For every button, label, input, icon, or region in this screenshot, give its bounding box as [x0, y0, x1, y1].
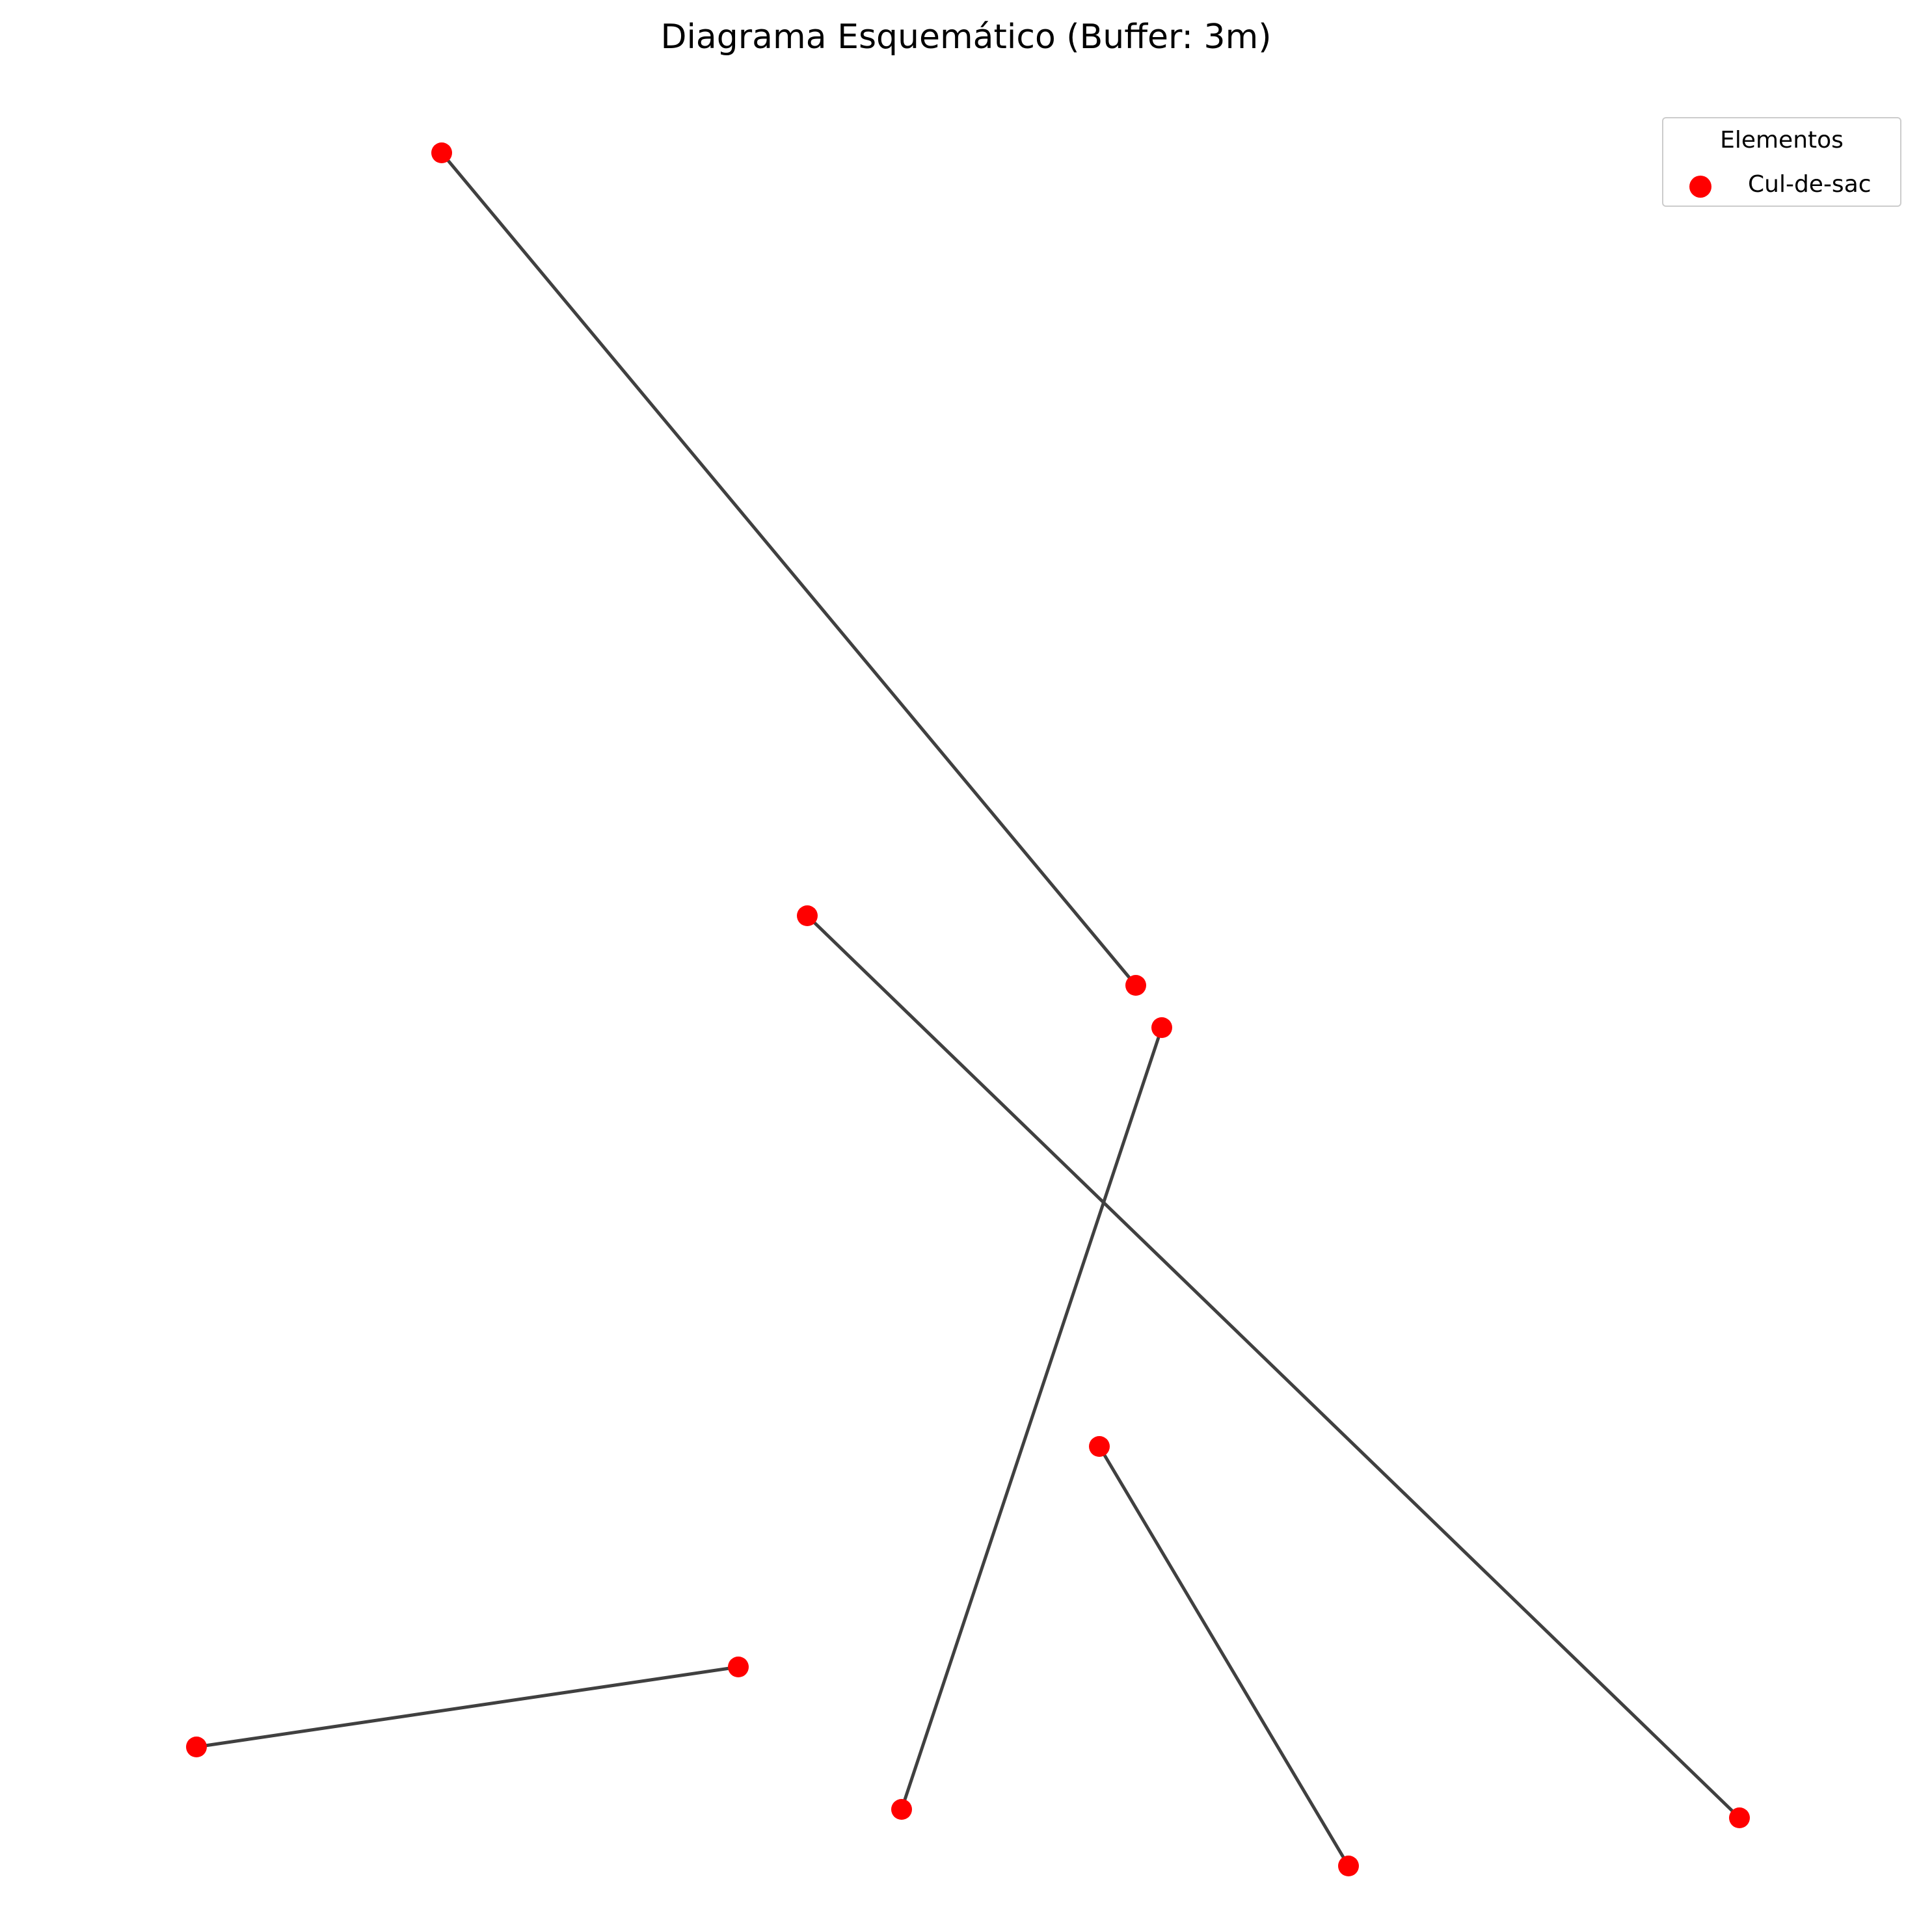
node-n8-cul-de-sac [1338, 1856, 1359, 1876]
edge-n7-n8 [1097, 1445, 1350, 1868]
node-n1-cul-de-sac [431, 142, 452, 163]
node-n5-cul-de-sac [1151, 1017, 1172, 1038]
legend-marker-cul-de-sac-icon [1689, 176, 1711, 198]
edges-layer [195, 151, 1741, 1868]
legend-title: Elementos [1720, 127, 1844, 153]
edge-n3-n4 [805, 914, 1741, 1820]
legend-label-cul-de-sac: Cul-de-sac [1748, 171, 1872, 198]
node-n10-cul-de-sac [186, 1737, 207, 1757]
nodes-layer [186, 142, 1750, 1876]
edge-n5-n6 [900, 1026, 1164, 1811]
edge-n1-n2 [440, 151, 1138, 987]
node-n4-cul-de-sac [1729, 1807, 1750, 1828]
legend: Elementos Cul-de-sac [1662, 117, 1901, 207]
node-n9-cul-de-sac [728, 1657, 749, 1677]
edge-n9-n10 [195, 1665, 740, 1749]
diagram-title: Diagrama Esquemático (Buffer: 3m) [660, 18, 1272, 57]
node-n3-cul-de-sac [797, 905, 818, 926]
node-n2-cul-de-sac [1125, 975, 1146, 996]
node-n6-cul-de-sac [891, 1799, 912, 1820]
node-n7-cul-de-sac [1089, 1436, 1110, 1457]
